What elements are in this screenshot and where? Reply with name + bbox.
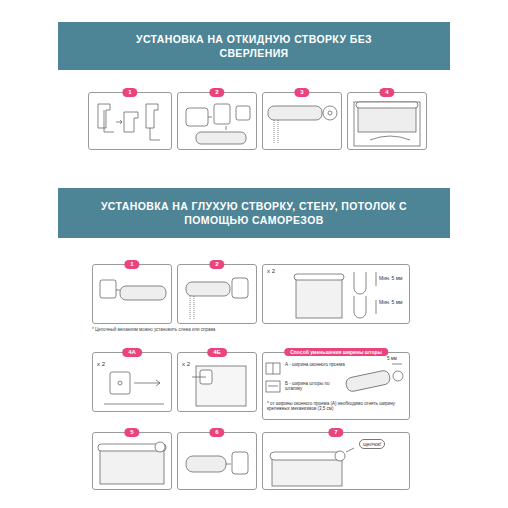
- step-panel: 2: [177, 92, 257, 150]
- cap-figure: [186, 452, 248, 474]
- step-panel: 6: [177, 432, 257, 490]
- step-panel: 1: [88, 92, 172, 150]
- step-panel: 4Аx 2: [92, 352, 172, 412]
- step-number: 4: [379, 88, 394, 97]
- section-title: УСТАНОВКА НА ОТКИДНУЮ СТВОРКУ БЕЗ СВЕРЛЕ…: [134, 32, 374, 60]
- note-text: А - ширина оконного проема: [285, 362, 345, 367]
- step-heading: Способ уменьшения ширины шторы: [284, 348, 388, 356]
- step-number: 6: [209, 428, 224, 437]
- step-number: 2: [209, 260, 224, 269]
- step-number: 2: [209, 88, 224, 97]
- section-band: УСТАНОВКА НА ГЛУХУЮ СТВОРКУ, СТЕНУ, ПОТО…: [58, 188, 450, 238]
- tube-figure: [268, 106, 337, 144]
- step-number: 1: [124, 260, 139, 269]
- screw-figure: [104, 372, 164, 404]
- note-text: * от ширины оконного проема (А) необходи…: [267, 401, 407, 412]
- step-number: 1: [122, 88, 137, 97]
- chain-figure: [186, 278, 248, 320]
- step-number: 5: [124, 428, 139, 437]
- blind-figure: [294, 272, 376, 318]
- frame-figure: [192, 366, 246, 406]
- step-panel: 1: [92, 264, 172, 324]
- clip-figure: [98, 104, 160, 140]
- width-figure: [266, 363, 403, 392]
- section-title: УСТАНОВКА НА ГЛУХУЮ СТВОРКУ, СТЕНУ, ПОТО…: [74, 199, 434, 227]
- step-panel: x 2 Мин. 5 мм Мин. 5 мм: [262, 264, 410, 324]
- step-panel: 5: [92, 432, 172, 490]
- step-number: 7: [328, 428, 343, 437]
- section-band: УСТАНОВКА НА ОТКИДНУЮ СТВОРКУ БЕЗ СВЕРЛЕ…: [58, 22, 450, 70]
- footnote-text: * Цепочный механизм можно установить сле…: [92, 327, 292, 332]
- step-number: 3: [294, 88, 309, 97]
- note-text: x 2: [267, 268, 275, 275]
- callout-text: щелчок!: [359, 439, 385, 449]
- step-panel: 7щелчок!: [262, 432, 410, 490]
- note-text: Б - ширина шторы по штапику: [285, 381, 345, 392]
- blind-figure: [270, 448, 354, 486]
- note-text: x 2: [182, 361, 190, 368]
- note-text: Мин. 5 мм: [379, 299, 407, 305]
- note-text: 5 мм: [387, 356, 397, 361]
- note-text: Мин. 5 мм: [379, 275, 407, 281]
- step-panel: 4: [347, 92, 427, 150]
- step-panel: 2: [177, 264, 257, 324]
- step-panel: 4Бx 2: [177, 352, 257, 412]
- step-number: 4А: [122, 348, 142, 357]
- tube-figure: [100, 280, 166, 300]
- blind-figure: [98, 442, 166, 484]
- window-figure: [354, 102, 420, 146]
- step-panel: 3: [262, 92, 342, 150]
- step-number: 4Б: [207, 348, 227, 357]
- note-text: x 2: [97, 361, 105, 368]
- step-panel: Способ уменьшения ширины шторыА - ширина…: [262, 352, 410, 420]
- bracket-figure: [186, 104, 250, 144]
